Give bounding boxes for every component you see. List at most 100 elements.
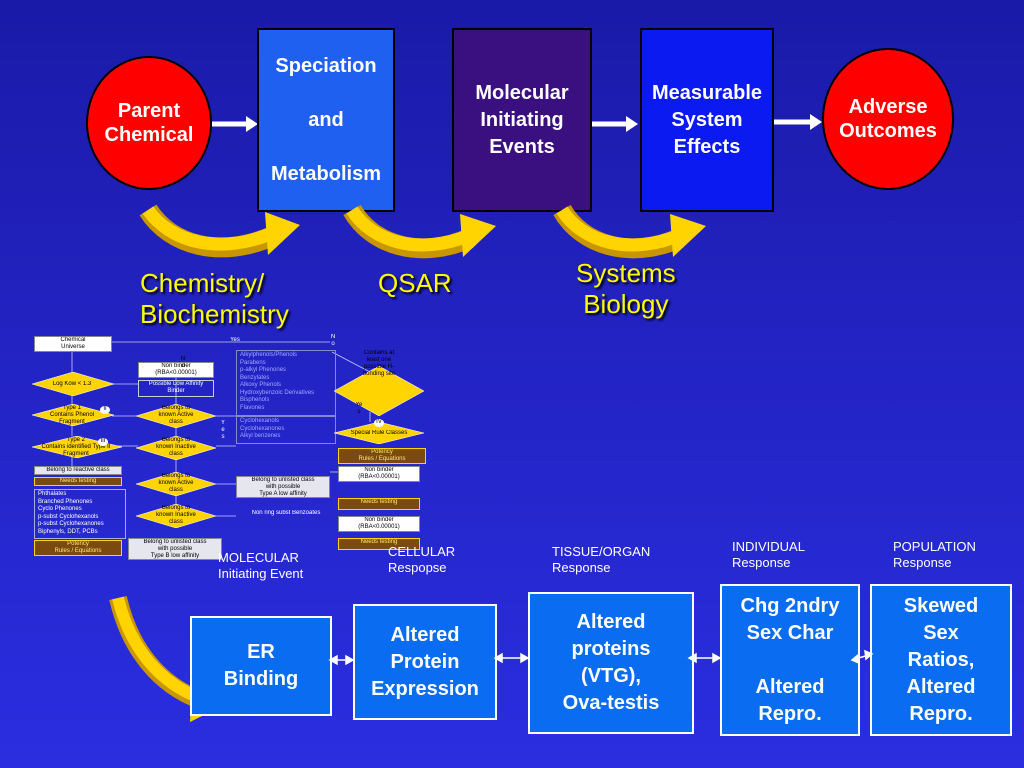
level-tissue-sub: Response — [552, 560, 611, 575]
curved-arrow-qsar — [343, 204, 496, 259]
mid-class-list: Alkylphenols/Phenols Parabens p-alkyl Ph… — [236, 350, 336, 416]
inactive-2-text: Belongs to known Inactive class — [156, 505, 196, 525]
yes-top-label: Yes — [230, 337, 240, 343]
inactive-1-text: Belongs to known Inactive class — [156, 437, 196, 457]
level-population-title: POPULATION — [893, 539, 976, 554]
log-kow-text: Log Kow < 1.3 — [52, 381, 92, 387]
er-binding-label: ER Binding — [223, 641, 299, 690]
double-arrow-protein-vtg — [493, 652, 530, 664]
flowchart-region: Chemical Universe Yes N o Log Kow < 1.3 … — [30, 332, 430, 560]
double-arrow-vtg-sexchar — [687, 652, 722, 664]
mid2-list-item: Alkyl benzenes — [240, 433, 281, 439]
low-affinity-box: Possible Low Affinity Binder — [138, 380, 214, 397]
adverse-outcomes-label: Adverse Outcomes — [839, 96, 937, 142]
level-cellular-sub: Respopse — [388, 560, 447, 575]
mid2-list-item: Cyclohexanones — [240, 425, 285, 432]
curved-arrow-chemistry — [139, 204, 300, 258]
mse-label: Measurable System Effects — [651, 81, 763, 158]
altered-proteins-vtg-label: Altered proteins (VTG), Ova-testis — [562, 611, 660, 714]
mid2-list-item: Cyclohexanols — [240, 418, 280, 424]
roman-3-badge: III — [98, 438, 108, 446]
sex-char-box: Chg 2ndry Sex Char Altered Repro. — [720, 584, 860, 736]
left-list-item: Branched Phenones — [38, 498, 93, 505]
parent-chemical-label: Parent Chemical — [104, 100, 194, 146]
left-class-list: Phthalates Branched Phenones Cyclo Pheno… — [34, 489, 126, 539]
nonbinder-1-box: Non binder (RBA<0.00001) — [138, 362, 214, 378]
arrow-parent-to-speciation — [212, 116, 258, 132]
mie-label: Molecular Initiating Events — [475, 81, 569, 158]
speciation-metabolism-box: Speciation and Metabolism — [257, 28, 395, 212]
inactive-1-diamond — [136, 436, 216, 460]
er-binding-box: ER Binding — [190, 616, 332, 716]
type1-text: Type 1 Contains Phenol Fragment — [49, 405, 95, 425]
sex-ratios-box: Skewed Sex Ratios, Altered Repro. — [870, 584, 1012, 736]
altered-protein-box: Altered Protein Expression — [353, 604, 497, 720]
level-molecular-sub: Initiating Event — [218, 566, 304, 581]
left-list-item: Biphenyls, DDT, PCBs — [38, 528, 98, 535]
belong-class-a-box: Belong to unlisted class with possible T… — [236, 476, 330, 498]
left-list-item: Cyclo Phenones — [38, 506, 82, 512]
chemical-universe-text: Chemical Universe — [60, 337, 86, 350]
belongs-reactive-box: Belong to reactive class — [34, 466, 122, 475]
special-rules-diamond — [334, 422, 424, 444]
flowchart-connectors — [71, 341, 371, 517]
no-top-label: N o — [330, 334, 336, 347]
speciation-label: Speciation — [275, 54, 377, 77]
level-population-sub: Response — [893, 555, 952, 570]
roman-2-badge: II — [100, 406, 110, 414]
level-cellular: CELLULAR Respopse — [388, 544, 455, 576]
small-yes-label: Y e s — [220, 420, 225, 440]
level-cellular-title: CELLULAR — [388, 544, 456, 559]
chemistry-biochemistry-label: Chemistry/ Biochemistry — [140, 268, 289, 329]
roman-4-badge: IV — [374, 419, 384, 427]
altered-protein-label: Altered Protein Expression — [371, 623, 479, 700]
double-arrow-er-protein — [328, 654, 355, 666]
altered-proteins-vtg-box: Altered proteins (VTG), Ova-testis — [528, 592, 694, 734]
chemical-universe-box: Chemical Universe — [34, 336, 112, 352]
nonring-benzoates-label: Non ring subst Benzoates — [251, 510, 321, 516]
level-individual-sub: Response — [732, 555, 791, 570]
curved-arrow-systems — [553, 204, 706, 259]
mid-list-item: Hydroxybenzoic Derivatives — [240, 389, 315, 396]
mid-list-item: Bisphenols — [240, 397, 270, 403]
small-no-label: N o — [180, 356, 186, 369]
sex-char-label: Chg 2ndry Sex Char Altered Repro. — [740, 594, 840, 725]
hbond-diamond — [334, 366, 424, 416]
belong-class-b-box: Belong to unlisted class with possible T… — [128, 538, 222, 560]
mid-list-item: Flavones — [240, 404, 265, 411]
log-kow-diamond — [32, 372, 114, 396]
yes-mid-label: Ye s — [355, 402, 363, 415]
double-arrow-sexchar-ratios — [850, 649, 874, 665]
active-2-text: Belongs to known Active class — [158, 473, 194, 493]
molecular-initiating-events-box: Molecular Initiating Events — [452, 28, 592, 212]
active-1-diamond — [136, 404, 216, 428]
left-list-item: p-subst Cyclohexanols — [38, 513, 99, 520]
left-list-item: Phthalates — [38, 491, 67, 497]
mid-list-item: Benzylates — [240, 374, 270, 381]
mid-list-item: Parabens — [240, 359, 266, 366]
inactive-2-diamond — [136, 504, 216, 528]
potency-mid-box: Potency Rules / Equations — [338, 448, 426, 464]
type2-text: Type 2 Contains identified Type II Fragm… — [41, 437, 111, 457]
mid-list-item: Alkylphenols/Phenols — [240, 352, 298, 358]
special-rules-text: Special Rule Classes — [350, 430, 408, 436]
qsar-label: QSAR — [378, 268, 452, 298]
sex-ratios-label: Skewed Sex Ratios, Altered Repro. — [903, 594, 979, 725]
needs-testing-2: Needs testing — [338, 498, 420, 510]
level-individual: INDIVIDUAL Response — [732, 539, 805, 571]
metabolism-label: Metabolism — [270, 162, 382, 185]
and-label: and — [308, 108, 344, 131]
mid-list-item: p-alkyl Phenones — [240, 367, 287, 373]
active-2-diamond — [136, 472, 216, 496]
level-individual-title: INDIVIDUAL — [732, 539, 805, 554]
level-population: POPULATION Response — [893, 539, 976, 571]
parent-chemical-node: Parent Chemical — [86, 56, 212, 190]
level-molecular: MOLECULAR Initiating Event — [218, 550, 303, 582]
mid-list-item: Alkoxy Phenols — [240, 382, 282, 388]
level-molecular-title: MOLECULAR — [218, 550, 299, 565]
active-1-text: Belongs to known Active class — [158, 405, 194, 425]
adverse-outcomes-node: Adverse Outcomes — [822, 48, 954, 190]
level-tissue: TISSUE/ORGAN Response — [552, 544, 650, 576]
